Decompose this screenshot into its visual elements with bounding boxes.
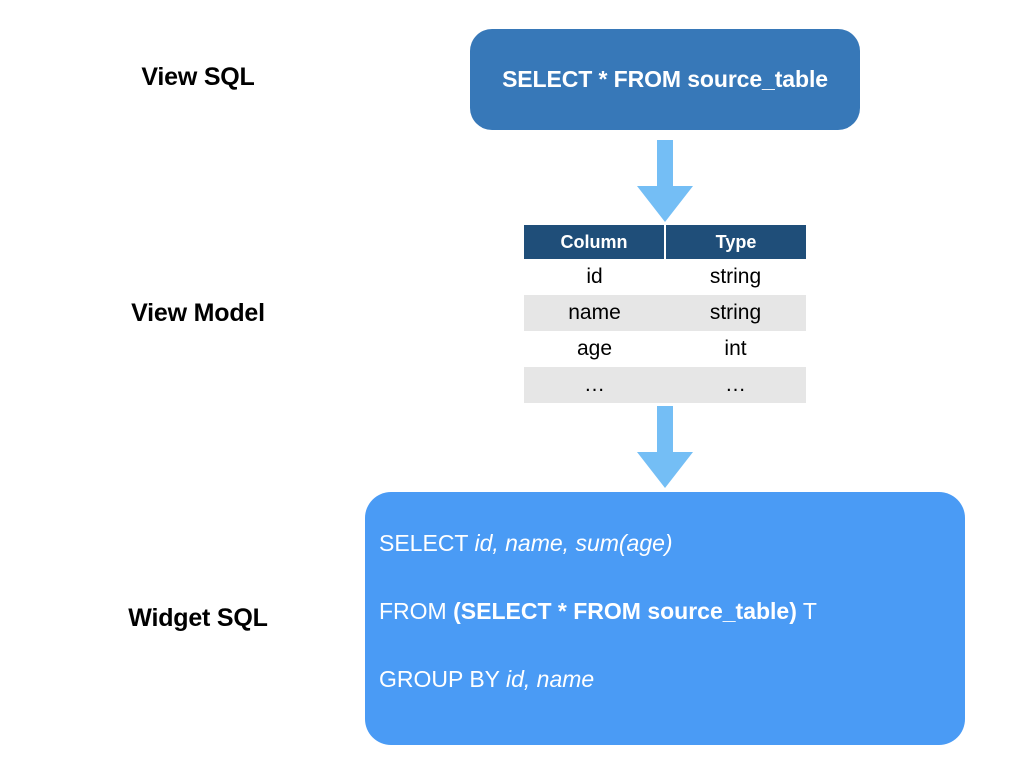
sql-text-segment: T: [796, 598, 817, 624]
table-row: age int: [524, 331, 806, 367]
widget-sql-box: SELECT id, name, sum(age) FROM (SELECT *…: [365, 492, 965, 745]
sql-text-segment: SELECT: [379, 530, 475, 556]
widget-sql-statement: SELECT id, name, sum(age) FROM (SELECT *…: [379, 530, 947, 693]
table-row: … …: [524, 367, 806, 403]
flow-arrow-down-icon: [637, 406, 693, 488]
table-cell-column: id: [524, 259, 665, 295]
table-row: id string: [524, 259, 806, 295]
widget-sql-line-from: FROM (SELECT * FROM source_table) T: [379, 598, 947, 625]
view-model-table: Column Type id string name string age in…: [524, 225, 806, 403]
stage-label-view-model: View Model: [131, 299, 265, 327]
table-cell-type: string: [665, 295, 806, 331]
table-cell-column: name: [524, 295, 665, 331]
table-cell-column: …: [524, 367, 665, 403]
table-cell-type: int: [665, 331, 806, 367]
view-sql-box: SELECT * FROM source_table: [470, 29, 860, 130]
table-header-column: Column: [524, 225, 666, 259]
flow-arrow-down-icon: [637, 140, 693, 222]
table-cell-column: age: [524, 331, 665, 367]
table-row: name string: [524, 295, 806, 331]
sql-text-segment: id, name: [505, 666, 595, 692]
table-cell-type: string: [665, 259, 806, 295]
widget-sql-line-groupby: GROUP BY id, name: [379, 666, 947, 693]
table-header-row: Column Type: [524, 225, 806, 259]
table-header-type: Type: [665, 225, 806, 259]
stage-label-view-sql: View SQL: [141, 63, 255, 91]
sql-text-segment: (SELECT * FROM source_table): [453, 598, 797, 624]
widget-sql-line-select: SELECT id, name, sum(age): [379, 530, 947, 557]
sql-text-segment: id, name, sum(age): [474, 530, 673, 556]
view-sql-statement: SELECT * FROM source_table: [502, 66, 828, 92]
sql-text-segment: GROUP BY: [379, 666, 506, 692]
stage-label-widget-sql: Widget SQL: [128, 604, 268, 632]
sql-text-segment: FROM: [379, 598, 454, 624]
table-cell-type: …: [665, 367, 806, 403]
